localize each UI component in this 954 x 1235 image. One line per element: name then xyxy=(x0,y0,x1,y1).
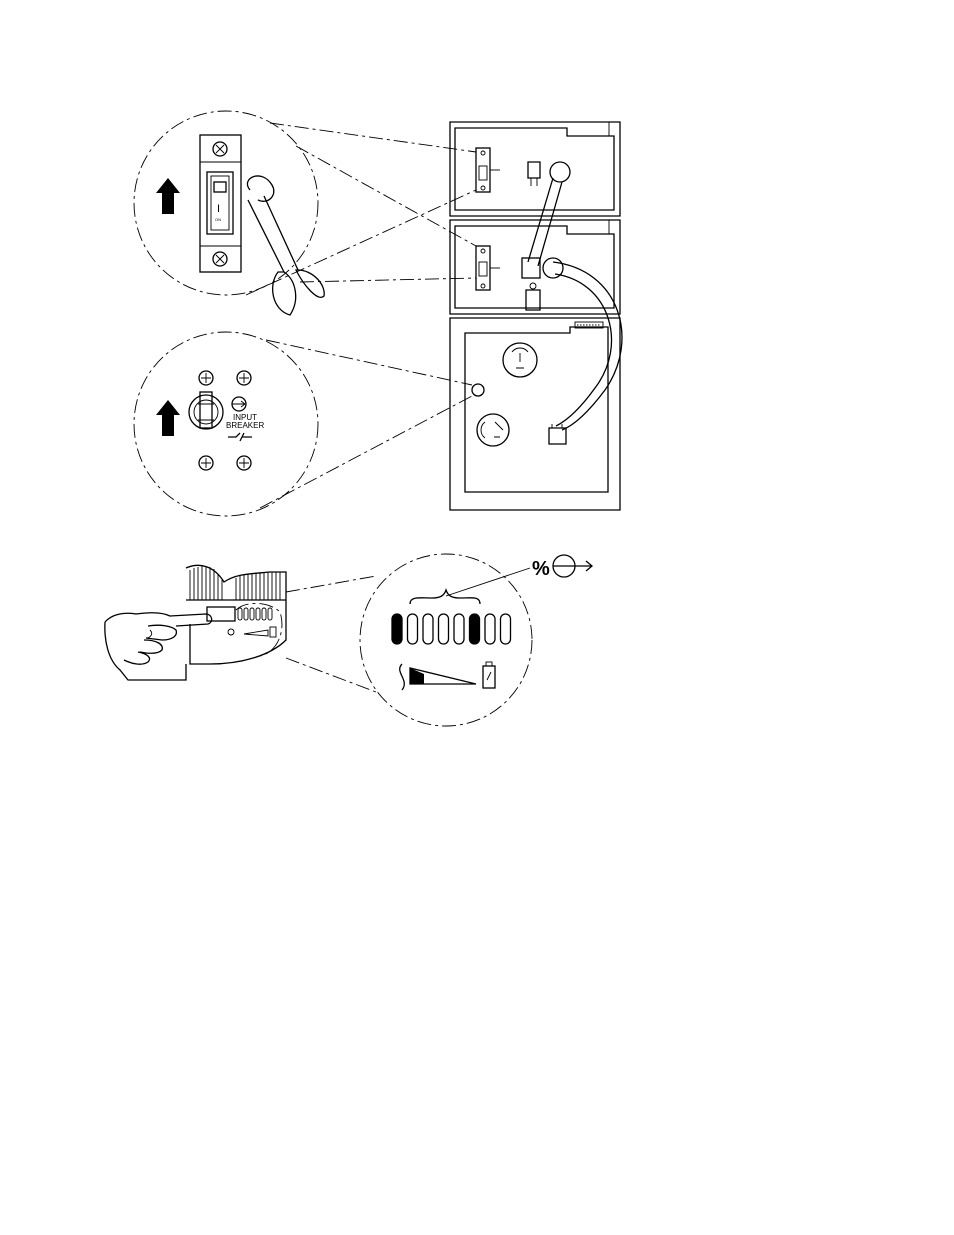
up-arrow-icon xyxy=(156,178,180,214)
battery-module-middle xyxy=(450,220,620,314)
panel-hatch xyxy=(190,566,280,600)
led-bar xyxy=(392,614,511,644)
ups-base-unit xyxy=(450,318,620,510)
hand-icon xyxy=(105,613,212,680)
led-segment-6 xyxy=(470,614,480,644)
callout-battery-switch: I ON xyxy=(134,111,476,315)
load-level-triangle xyxy=(410,668,476,684)
callout-led-display: % xyxy=(286,554,592,726)
callout-input-breaker: INPUT BREAKER xyxy=(134,332,472,516)
hand-and-panel xyxy=(105,565,286,680)
battery-module-top xyxy=(450,122,620,216)
breaker-trip-icon xyxy=(228,433,252,441)
switch-on-small-label: ON xyxy=(215,217,221,222)
up-arrow-icon xyxy=(156,400,180,436)
receptacle-lower xyxy=(477,414,509,446)
ups-stack xyxy=(450,122,622,510)
led-segment-5 xyxy=(454,614,464,644)
battery-icon xyxy=(483,662,495,688)
led-group-brace xyxy=(410,590,480,604)
output-load-icon xyxy=(553,555,592,577)
scissors-icon xyxy=(248,196,324,315)
led-segment-4 xyxy=(439,614,449,644)
switch-on-label: I xyxy=(217,203,220,215)
tie-wrap xyxy=(247,176,273,201)
input-breaker-button[interactable] xyxy=(472,384,484,396)
ac-sine-icon xyxy=(400,664,405,690)
percent-symbol: % xyxy=(532,558,550,580)
led-segment-3 xyxy=(423,614,433,644)
input-breaker-label-line2: BREAKER xyxy=(226,421,264,430)
input-breaker-knob[interactable] xyxy=(189,392,223,429)
led-segment-7 xyxy=(485,614,495,644)
led-segment-1 xyxy=(392,614,402,644)
panel-led-row xyxy=(238,608,272,620)
led-segment-8 xyxy=(501,614,511,644)
led-segment-2 xyxy=(408,614,418,644)
